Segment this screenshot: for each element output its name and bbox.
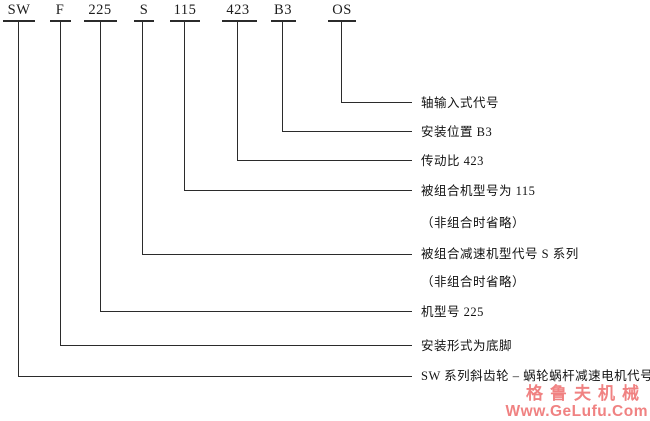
code-underline-s — [134, 20, 154, 22]
annotation-transmission-ratio: 传动比 423 — [421, 154, 484, 168]
connector-115 — [184, 21, 412, 191]
code-underline-115 — [170, 20, 200, 22]
connector-225 — [100, 21, 412, 312]
annotation-mounting-position: 安装位置 B3 — [421, 125, 493, 139]
code-225: 225 — [88, 2, 112, 18]
watermark-brand: 格鲁夫机械 — [526, 383, 646, 403]
code-b3: B3 — [274, 2, 292, 18]
annotation-note-omit-1: （非组合时省略） — [421, 216, 526, 230]
code-os: OS — [332, 2, 352, 18]
code-underline-b3 — [271, 20, 296, 22]
code-f: F — [55, 2, 65, 18]
watermark: 格鲁夫机械 Www.GeLufu.Com — [506, 385, 648, 420]
annotation-mounting-type: 安装形式为底脚 — [421, 339, 513, 353]
connector-f — [60, 21, 412, 346]
annotation-combined-model: 被组合机型号为 115 — [421, 184, 536, 198]
code-underline-os — [328, 20, 356, 22]
code-423: 423 — [226, 2, 250, 18]
connector-os — [341, 21, 412, 103]
annotation-series-code: SW 系列斜齿轮 – 蜗轮蜗杆减速电机代号 — [421, 369, 650, 383]
annotation-note-omit-2: （非组合时省略） — [421, 275, 526, 289]
code-sw: SW — [7, 2, 31, 18]
code-115: 115 — [173, 2, 197, 18]
annotation-model-number: 机型号 225 — [421, 305, 484, 319]
code-s: S — [139, 2, 149, 18]
connector-423 — [237, 21, 412, 161]
annotation-combined-series-code: 被组合减速机型代号 S 系列 — [421, 247, 579, 261]
connector-sw — [18, 21, 412, 377]
code-underline-423 — [222, 20, 257, 22]
connector-b3 — [282, 21, 412, 132]
code-underline-sw — [3, 20, 35, 22]
watermark-url: Www.GeLufu.Com — [505, 402, 648, 420]
annotation-shaft-input-code: 轴输入式代号 — [421, 96, 500, 110]
connector-s — [142, 21, 412, 255]
